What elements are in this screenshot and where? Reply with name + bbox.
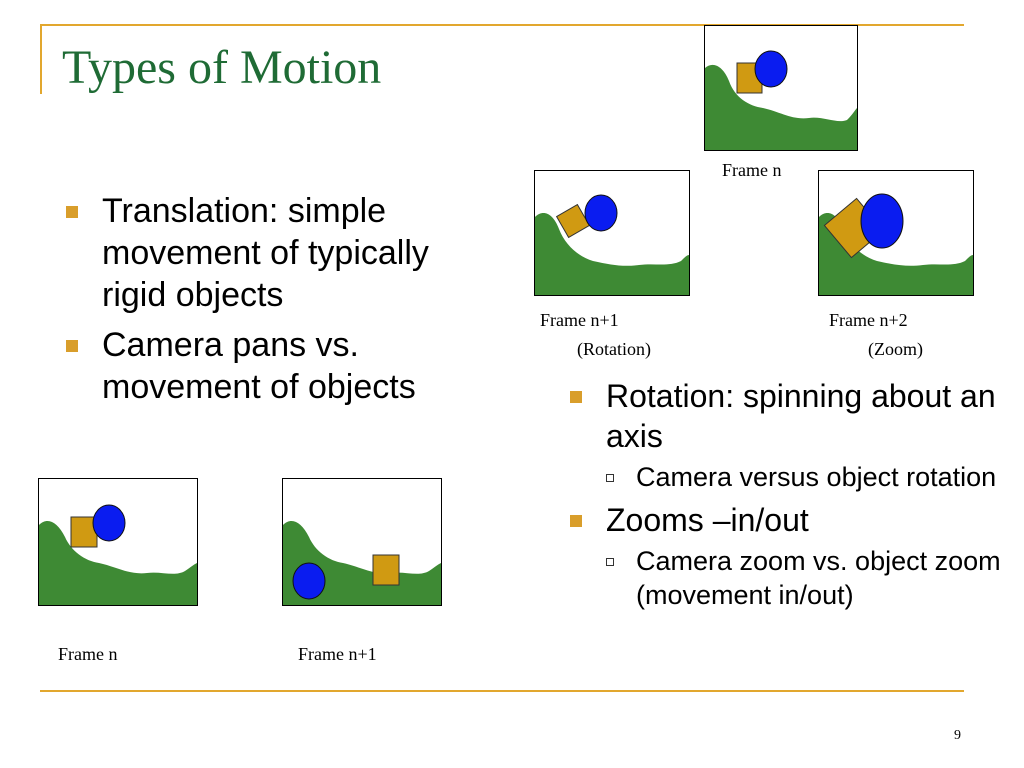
- right-bullet-list: Rotation: spinning about an axis Camera …: [566, 376, 1006, 618]
- page-number: 9: [954, 728, 961, 743]
- caption-top-frame: Frame n: [722, 160, 782, 180]
- top-rule: [40, 24, 964, 26]
- bullet-zooms: Zooms –in/out: [566, 500, 1006, 540]
- slide-title: Types of Motion: [62, 41, 382, 94]
- sub-bullet-rotation: Camera versus object rotation: [566, 460, 1006, 494]
- bullet-camera-pans: Camera pans vs. movement of objects: [62, 324, 502, 408]
- frame-translation-a-image: [38, 478, 198, 606]
- frame-zoom-image: [818, 170, 974, 296]
- frame-rotation-image: [534, 170, 690, 296]
- caption-rotation-label: (Rotation): [577, 339, 651, 359]
- frame-n-top-image: [704, 25, 858, 151]
- left-rule: [40, 24, 42, 94]
- caption-translation-frame-a: Frame n: [58, 644, 118, 664]
- frame-translation-b-image: [282, 478, 442, 606]
- bottom-rule: [40, 690, 964, 692]
- bullet-translation: Translation: simple movement of typicall…: [62, 190, 502, 316]
- caption-zoom-label: (Zoom): [868, 339, 923, 359]
- left-bullet-list: Translation: simple movement of typicall…: [62, 190, 502, 416]
- bullet-rotation: Rotation: spinning about an axis: [566, 376, 1006, 456]
- caption-zoom-frame: Frame n+2: [829, 310, 908, 330]
- caption-rotation-frame: Frame n+1: [540, 310, 619, 330]
- caption-translation-frame-b: Frame n+1: [298, 644, 377, 664]
- sub-bullet-zoom: Camera zoom vs. object zoom (movement in…: [566, 544, 1006, 612]
